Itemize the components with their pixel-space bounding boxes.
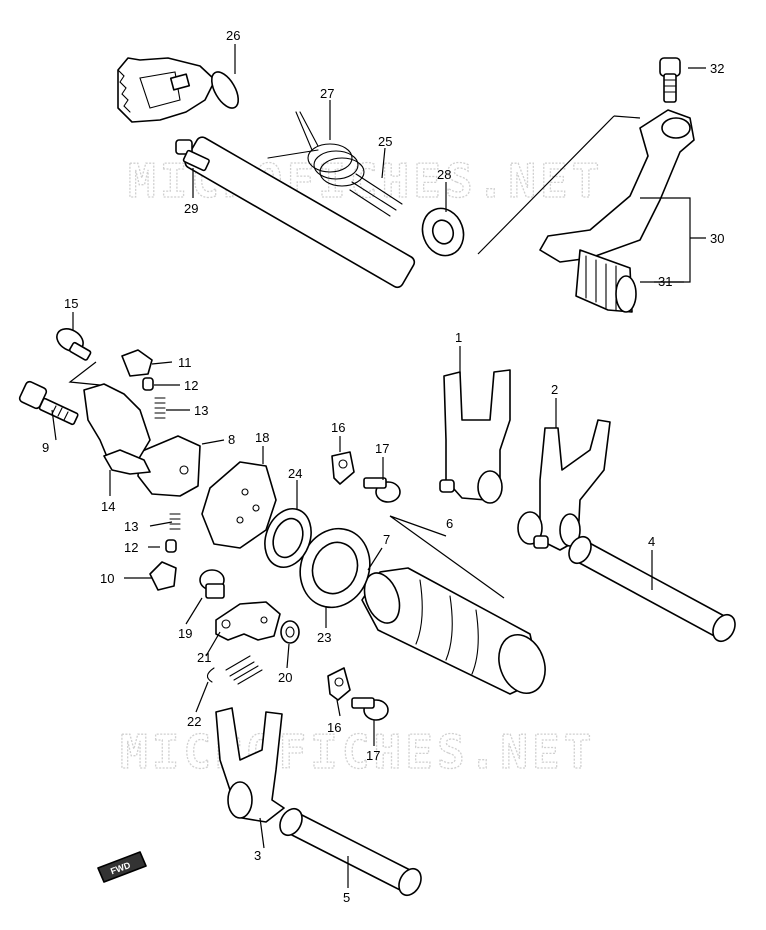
stopper-arm-21 (215, 601, 281, 641)
label-31: 31 (658, 274, 672, 289)
label-19: 19 (178, 626, 192, 641)
screw-15 (56, 328, 101, 386)
label-24: 24 (288, 466, 302, 481)
label-28: 28 (437, 167, 451, 182)
label-18: 18 (255, 430, 269, 445)
label-20: 20 (278, 670, 292, 685)
label-16-top: 16 (331, 420, 345, 435)
label-7: 7 (383, 532, 390, 547)
label-3: 3 (254, 848, 261, 863)
bolt-19 (199, 569, 225, 599)
label-12-top: 12 (184, 378, 198, 393)
label-21: 21 (197, 650, 211, 665)
screw-17-bottom (351, 697, 389, 721)
shift-fork-3 (215, 707, 285, 823)
label-8: 8 (228, 432, 235, 447)
pawl-10 (149, 561, 177, 591)
bearing (299, 527, 371, 609)
gearshift-lever (477, 57, 695, 313)
label-22: 22 (187, 714, 201, 729)
label-26: 26 (226, 28, 240, 43)
label-16-bottom: 16 (327, 720, 341, 735)
pin-12-top (142, 377, 154, 391)
label-30: 30 (710, 231, 724, 246)
leader-lines (51, 44, 706, 888)
screw-17-top (363, 477, 401, 503)
label-1: 1 (455, 330, 462, 345)
stud-bolt (175, 139, 210, 172)
fork-shaft-4 (568, 535, 736, 643)
washer-16-top (331, 451, 355, 485)
label-13-bottom: 13 (124, 519, 138, 534)
bolt-9 (18, 380, 79, 426)
label-6: 6 (446, 516, 453, 531)
gearshift-shaft-assembly (117, 57, 416, 289)
label-29: 29 (184, 201, 198, 216)
spring-22 (206, 655, 263, 685)
spring-13-top (154, 397, 166, 419)
watermark-bottom: MICROFICHES.NET (120, 725, 595, 779)
washer-20 (280, 620, 300, 644)
label-11: 11 (178, 355, 192, 370)
label-5: 5 (343, 890, 350, 905)
label-2: 2 (551, 382, 558, 397)
label-27: 27 (320, 86, 334, 101)
label-4: 4 (648, 534, 655, 549)
fork-shaft-5 (279, 807, 422, 897)
label-10: 10 (100, 571, 114, 586)
washer-16-bottom (327, 667, 351, 701)
label-12-bottom: 12 (124, 540, 138, 555)
label-9: 9 (42, 440, 49, 455)
return-spring (267, 111, 365, 187)
shift-fork-1 (439, 369, 511, 504)
label-32: 32 (710, 61, 724, 76)
gearshift-cam (361, 567, 546, 695)
label-15: 15 (64, 296, 78, 311)
label-17-bottom: 17 (366, 748, 380, 763)
spring-13-bottom (169, 513, 181, 530)
pin-12-bottom (165, 539, 177, 553)
label-25: 25 (378, 134, 392, 149)
cam-guide (201, 461, 277, 549)
part-labels: 26 27 25 28 29 32 30 31 1 2 3 4 5 6 7 8 … (42, 28, 724, 905)
pawl-11 (121, 349, 153, 377)
label-13-top: 13 (194, 403, 208, 418)
label-14: 14 (101, 499, 115, 514)
forward-direction-badge: FWD (97, 851, 147, 883)
label-23: 23 (317, 630, 331, 645)
label-17-top: 17 (375, 441, 389, 456)
oil-seal (421, 207, 465, 257)
shift-fork-2 (517, 419, 611, 551)
oil-seal-small (264, 508, 312, 568)
cam-driven-gear (83, 383, 201, 497)
